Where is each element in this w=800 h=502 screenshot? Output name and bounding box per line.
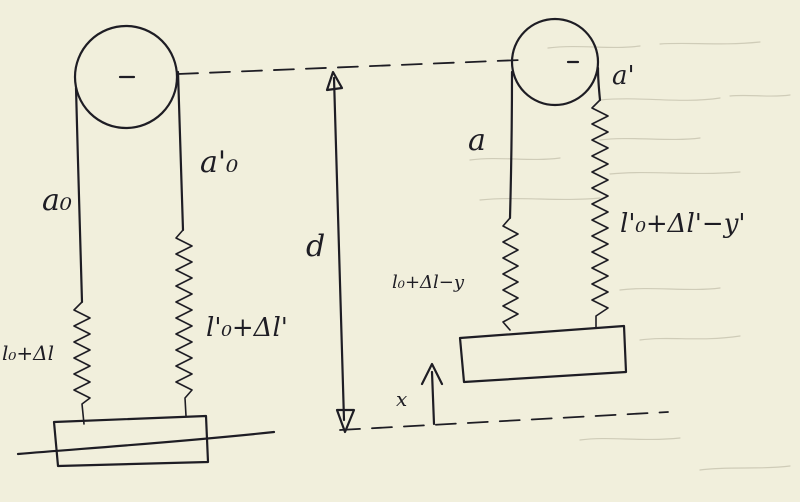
- label-l0p-dlp: l'₀+Δl': [206, 313, 288, 343]
- paper-show-through: [469, 41, 791, 471]
- right-rope-a-prime: [596, 66, 602, 102]
- right-block: [458, 324, 628, 384]
- right-spring-y: [502, 217, 519, 331]
- top-reference-line: [177, 59, 521, 75]
- label-a0: a₀: [42, 183, 72, 218]
- d-arrow-bottom: [335, 408, 356, 434]
- bottom-reference-line: [339, 411, 669, 431]
- label-l0-dl-y: l₀+Δl−y: [392, 272, 465, 293]
- right-pulley: [510, 17, 600, 107]
- label-a0-prime: a'₀: [200, 145, 238, 180]
- right-rope-a: [508, 70, 514, 220]
- d-arrow-top: [325, 70, 344, 92]
- left-pulley: [73, 24, 179, 130]
- right-spring-y-prime: [591, 99, 609, 329]
- left-ground-line: [16, 430, 276, 456]
- label-a-prime: a': [612, 61, 635, 91]
- d-dimension-line: [332, 76, 346, 422]
- label-l0p-dlp-yp: l'₀+Δl'−y': [620, 209, 746, 239]
- left-spring-l0-prime: [175, 229, 193, 417]
- label-a: a: [468, 123, 486, 158]
- left-rope-a0-prime: [176, 70, 185, 232]
- label-d: d: [306, 229, 325, 264]
- left-rope-a0: [74, 86, 84, 304]
- label-x: x: [396, 387, 407, 411]
- x-arrow-top: [420, 362, 444, 386]
- label-l0-dl: l₀+Δl: [2, 341, 54, 365]
- left-spring-l0: [73, 301, 91, 425]
- x-dimension-line: [430, 370, 436, 426]
